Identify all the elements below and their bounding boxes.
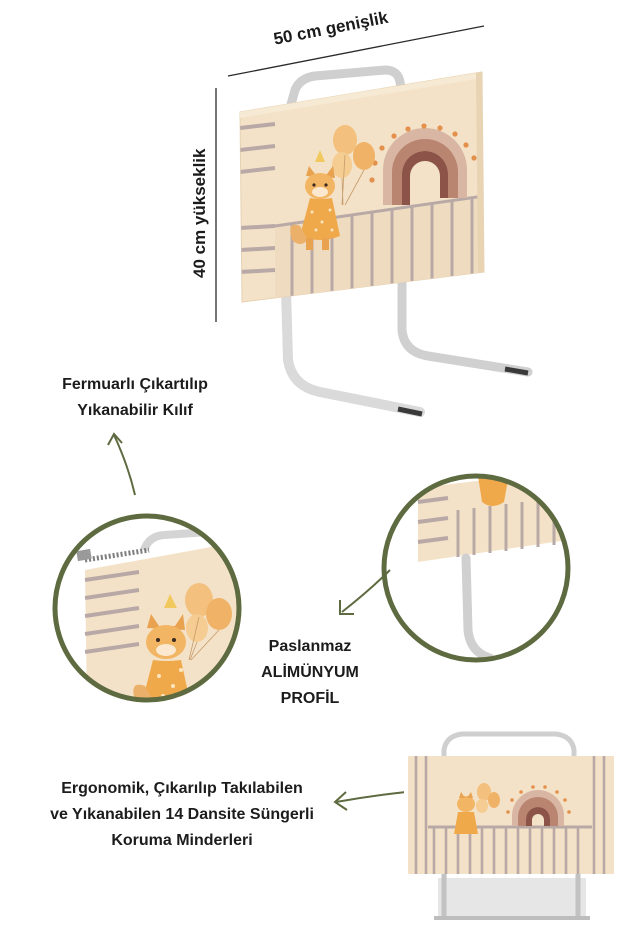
- fox-illustration: [290, 150, 340, 250]
- rainbow-illustration: [383, 128, 467, 205]
- profile-callout-line3: PROFİL: [280, 690, 340, 707]
- handle: [285, 65, 407, 113]
- profile-callout-line2: ALİMÜNYUM: [261, 664, 359, 681]
- balloon-icon: [476, 783, 500, 813]
- zipper-detail-circle: [49, 510, 245, 706]
- cushion-callout: Ergonomik, Çıkarılıp Takılabilen ve Yıka…: [12, 776, 352, 854]
- zipper-callout: Fermuarlı Çıkartılıp Yıkanabilir Kılıf: [10, 372, 260, 424]
- zipper-callout-line2: Yıkanabilir Kılıf: [77, 402, 193, 419]
- back-leg: [397, 255, 533, 377]
- front-leg: [281, 285, 425, 417]
- dots: [369, 123, 477, 183]
- zipper-callout-line1: Fermuarlı Çıkartılıp: [62, 376, 208, 393]
- width-dimension-line: [227, 25, 485, 77]
- cushion-callout-line1: Ergonomik, Çıkarılıp Takılabilen: [61, 780, 303, 797]
- rainbow-illustration: [512, 790, 564, 826]
- profile-detail-circle: [378, 470, 574, 666]
- balloon-icon: [185, 583, 232, 661]
- cushion-product-photo: [404, 720, 616, 928]
- profile-callout: Paslanmaz ALİMÜNYUM PROFİL: [220, 634, 400, 712]
- cushion-callout-line2: ve Yıkanabilen 14 Dansite Süngerli: [50, 806, 314, 823]
- main-product: [0, 0, 620, 430]
- arrow-icon: [330, 560, 400, 620]
- fox-illustration: [454, 792, 478, 834]
- height-label: 40 cm yükseklik: [190, 148, 209, 278]
- main-product-drawing: [215, 25, 533, 417]
- aluminium-leg: [461, 553, 495, 660]
- arrow-icon: [100, 425, 150, 505]
- profile-callout-line1: Paslanmaz: [268, 638, 352, 655]
- cushion-callout-line3: Koruma Minderleri: [111, 832, 253, 849]
- arrow-icon: [330, 784, 408, 814]
- balloon-icon: [332, 125, 375, 206]
